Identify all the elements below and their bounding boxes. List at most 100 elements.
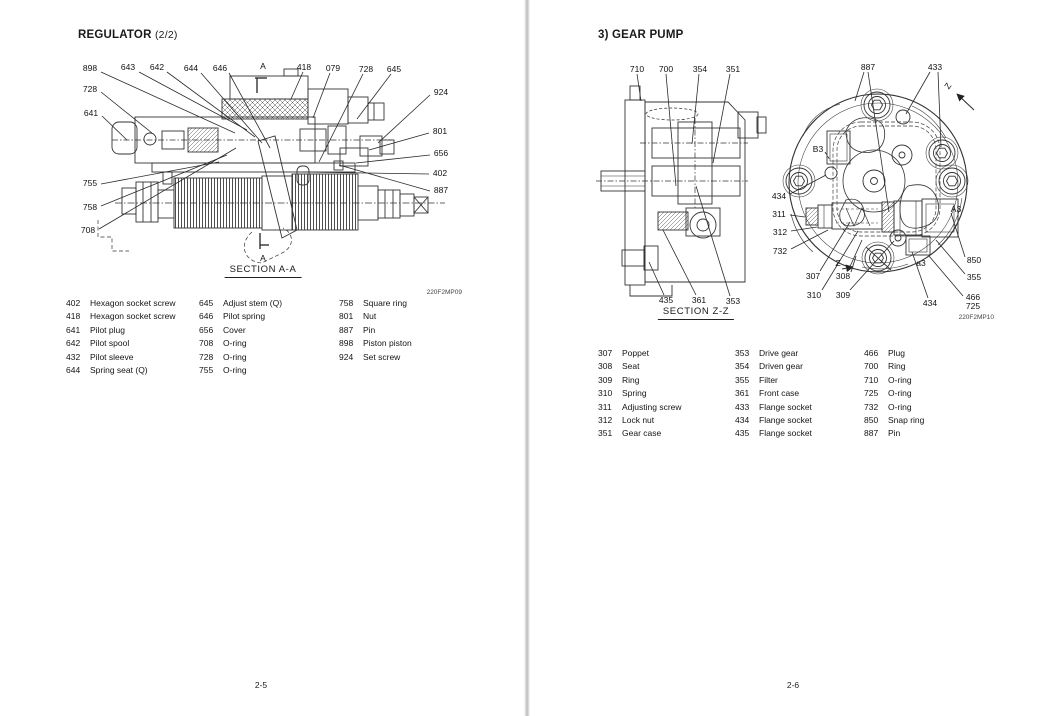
leader-line-755	[100, 161, 220, 185]
flange-socket-bolts	[785, 91, 966, 272]
leader-line-732	[790, 229, 829, 250]
part-number: 732	[864, 401, 879, 412]
parts-row-710: 710 O-ring	[864, 374, 974, 387]
part-name: O-ring	[888, 401, 912, 412]
part-number: 310	[598, 388, 613, 399]
leader-line-850	[950, 212, 966, 258]
part-number: 307	[598, 348, 613, 358]
parts-row-433: 433 Flange socket	[735, 401, 864, 414]
leader-line-728	[100, 91, 153, 134]
part-number: 433	[735, 401, 750, 412]
leader-line-433	[905, 71, 931, 115]
leader-line-887	[854, 71, 865, 102]
section-z-z-label: SECTION Z-Z	[657, 306, 735, 320]
regulator-title-suffix: (2/2)	[154, 29, 178, 41]
part-name: Piston piston	[363, 338, 412, 349]
leader-line-354	[691, 73, 700, 145]
part-number: 353	[735, 348, 750, 358]
part-number: 418	[66, 311, 81, 322]
part-number: 308	[598, 361, 613, 372]
leader-line-466	[928, 255, 964, 297]
page-title-regulator: REGULATOR (2/2)	[78, 29, 178, 41]
leader-line-351	[712, 73, 731, 164]
leader-line-312	[790, 226, 818, 232]
part-number: 435	[735, 428, 750, 439]
leader-line-311	[789, 214, 806, 218]
leader-line-887	[867, 71, 890, 213]
leader-line-710	[636, 73, 642, 102]
page-title-gear-pump: 3) GEAR PUMP	[598, 29, 683, 41]
part-name: Adjust stem (Q)	[223, 298, 283, 308]
part-name: Spring	[622, 388, 647, 399]
page-number-left: 2-5	[254, 680, 268, 690]
part-name: O-ring	[223, 365, 247, 376]
gearpump-section-art	[596, 85, 767, 297]
part-number: 758	[339, 298, 354, 308]
part-number: 434	[735, 415, 750, 426]
part-number: 710	[864, 374, 879, 385]
leader-line-434	[911, 251, 929, 299]
figure-code-left: 220F2MP09	[426, 289, 462, 296]
part-name: O-ring	[888, 374, 912, 385]
part-name: Nut	[363, 311, 377, 322]
parts-row-887: 887 Pin	[339, 324, 459, 337]
part-number: 432	[66, 351, 81, 362]
leader-line-758	[100, 154, 228, 207]
part-number: 887	[339, 324, 354, 335]
section-a-a-label: SECTION A-A	[224, 264, 302, 278]
part-number: 708	[199, 338, 214, 349]
leader-line-728	[318, 73, 364, 163]
leader-line-353	[695, 185, 731, 297]
part-number: 646	[199, 311, 214, 322]
part-number: 898	[339, 338, 354, 349]
part-name: Front case	[759, 388, 800, 399]
part-number: 641	[66, 324, 81, 335]
part-name: Hexagon socket screw	[90, 298, 176, 308]
leader-line-418	[290, 71, 304, 100]
parts-row-310: 310 Spring	[598, 387, 735, 400]
parts-row-435: 435 Flange socket	[735, 427, 864, 440]
leader-line-708	[98, 147, 237, 230]
leader-line-310	[821, 230, 859, 291]
part-number: 466	[864, 348, 879, 358]
part-number: 728	[199, 351, 214, 362]
gear-pump-heading-text: 3) GEAR PUMP	[598, 29, 684, 41]
parts-row-466: 466 Plug	[864, 347, 974, 360]
part-name: Driven gear	[759, 361, 803, 372]
part-name: Plug	[888, 348, 906, 358]
leader-line-434	[789, 174, 827, 195]
part-name: Flange socket	[759, 428, 812, 439]
part-name: Pin	[363, 324, 376, 335]
part-name: Lock nut	[622, 415, 655, 426]
leader-line-887	[338, 164, 431, 192]
leader-line-641	[101, 115, 128, 141]
leader-line-309	[849, 240, 895, 291]
leader-line-307	[819, 221, 851, 272]
part-name: Flange socket	[759, 401, 812, 412]
part-name: Pin	[888, 428, 901, 439]
part-name: Snap ring	[888, 415, 925, 426]
part-number: 312	[598, 415, 613, 426]
leader-line-898	[100, 71, 236, 134]
leader-line-656	[355, 154, 431, 164]
